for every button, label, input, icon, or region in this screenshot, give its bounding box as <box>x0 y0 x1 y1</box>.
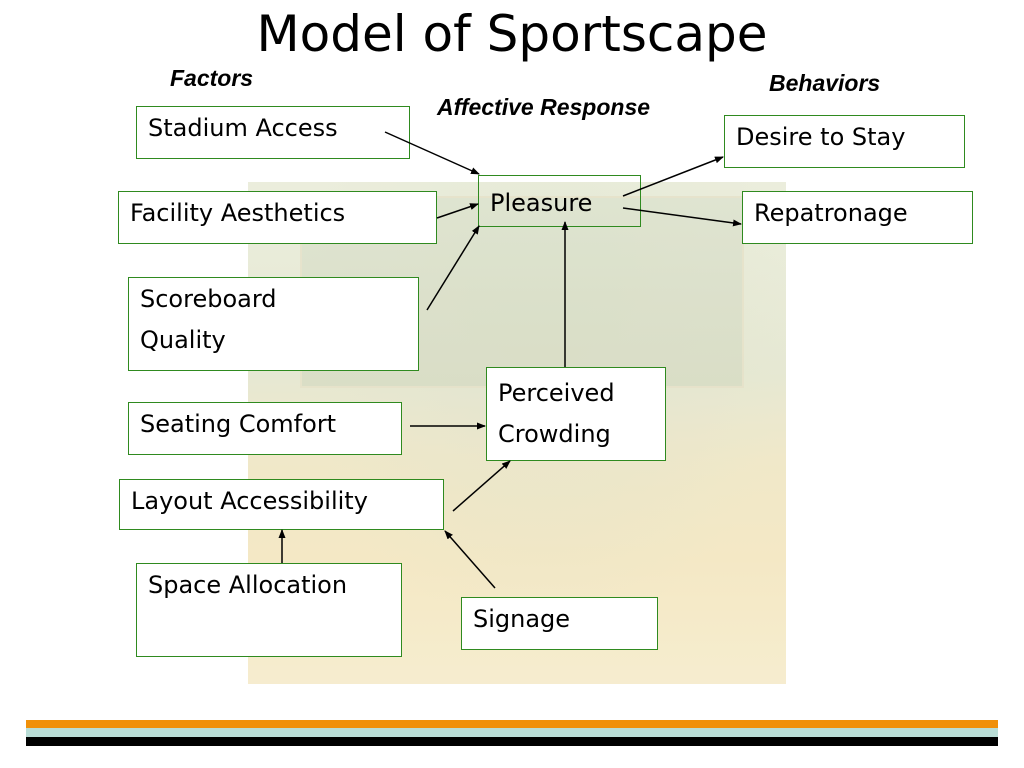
scoreboard-quality-label-line1: Scoreboard <box>140 285 277 313</box>
seating-comfort-label: Seating Comfort <box>140 410 337 438</box>
scoreboard-quality-label-line2: Quality <box>140 326 226 354</box>
arrow-pleasure-to-repatronage <box>622 207 742 227</box>
signage-box: Signage <box>461 597 658 650</box>
desire-to-stay-box: Desire to Stay <box>724 115 965 168</box>
signage-label: Signage <box>473 605 571 633</box>
scoreboard-quality-box: Scoreboard Quality <box>128 277 419 371</box>
pleasure-box: Pleasure <box>478 175 641 227</box>
pleasure-label: Pleasure <box>490 189 593 217</box>
layout-accessibility-label: Layout Accessibility <box>131 487 368 515</box>
arrow-scoreboard-to-pleasure <box>426 225 480 311</box>
arrow-pleasure-to-desire <box>622 156 724 197</box>
arrow-stadium-to-pleasure <box>384 131 480 175</box>
facility-aesthetics-box: Facility Aesthetics <box>118 191 437 244</box>
space-allocation-box: Space Allocation <box>136 563 402 657</box>
layout-accessibility-box: Layout Accessibility <box>119 479 444 530</box>
perceived-crowding-label-line1: Perceived <box>498 379 615 407</box>
arrow-layout-to-crowding <box>452 460 511 512</box>
repatronage-box: Repatronage <box>742 191 973 244</box>
footer-stripe-teal <box>26 728 998 737</box>
slide-title: Model of Sportscape <box>256 5 768 63</box>
affective-response-heading: Affective Response <box>437 94 651 120</box>
stadium-access-box: Stadium Access <box>136 106 410 159</box>
arrow-signage-to-layout <box>444 530 496 589</box>
perceived-crowding-label-line2: Crowding <box>498 420 611 448</box>
factors-heading: Factors <box>170 65 254 91</box>
desire-to-stay-label: Desire to Stay <box>736 123 906 151</box>
facility-aesthetics-label: Facility Aesthetics <box>130 199 346 227</box>
arrow-aesthetics-to-pleasure <box>436 203 479 219</box>
footer-stripe-orange <box>26 720 998 728</box>
behaviors-heading: Behaviors <box>769 70 881 96</box>
perceived-crowding-box: Perceived Crowding <box>486 367 666 461</box>
space-allocation-label: Space Allocation <box>148 571 348 599</box>
footer-stripe-black <box>26 737 998 746</box>
seating-comfort-box: Seating Comfort <box>128 402 402 455</box>
repatronage-label: Repatronage <box>754 199 908 227</box>
stadium-access-label: Stadium Access <box>148 114 338 142</box>
